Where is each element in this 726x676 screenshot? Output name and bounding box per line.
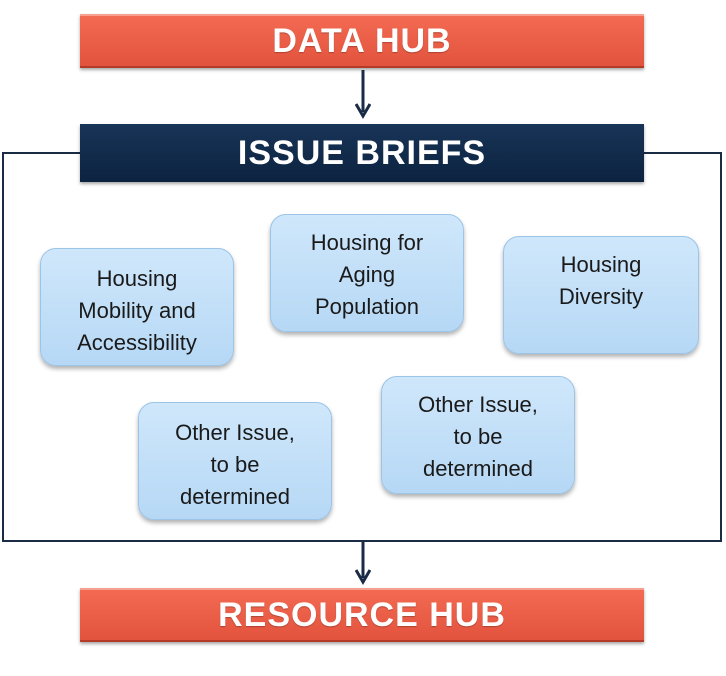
issue-label: Other Issue, to be determined [418,392,538,481]
resource-hub-label: RESOURCE HUB [218,595,506,634]
issue-label: Housing Diversity [558,252,644,309]
data-hub-label: DATA HUB [272,21,452,60]
issue-label: Housing for Aging Population [310,230,424,319]
issue-box-other-1: Other Issue, to be determined [138,402,332,520]
issue-box-other-2: Other Issue, to be determined [381,376,575,494]
issue-label: Housing Mobility and Accessibility [77,266,197,355]
issue-label: Other Issue, to be determined [175,420,295,509]
issue-box-housing-aging: Housing for Aging Population [270,214,464,332]
issue-briefs-bar: ISSUE BRIEFS [80,124,644,182]
arrow-down-icon [355,542,371,585]
issue-box-housing-mobility: Housing Mobility and Accessibility [40,248,234,366]
arrow-down-icon [355,70,371,119]
resource-hub-bar: RESOURCE HUB [80,588,644,642]
issue-box-housing-diversity: Housing Diversity [503,236,699,354]
issue-briefs-label: ISSUE BRIEFS [237,133,487,172]
data-hub-bar: DATA HUB [80,14,644,68]
